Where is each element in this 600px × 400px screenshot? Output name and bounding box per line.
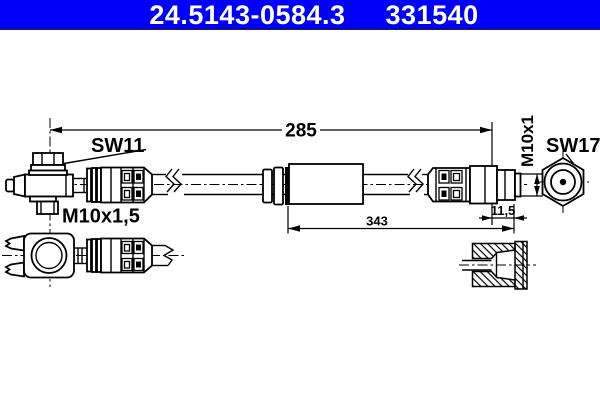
end-fitting-section-view	[462, 240, 528, 290]
dim-285-text: 285	[285, 121, 317, 142]
hex-nut-end-view	[541, 156, 585, 208]
banjo-fitting-side-view	[5, 152, 74, 215]
dim-115-text: 11,5	[491, 203, 516, 218]
banjo-fitting-top-view	[4, 232, 175, 279]
end-fitting-right	[427, 165, 522, 205]
label-m10x1: M10x1	[518, 115, 537, 167]
callout-labels: SW11 M10x1,5 SW17	[62, 135, 600, 228]
reference-number: 331540	[385, 0, 479, 30]
dimension-end-fitting-thread: M10x1	[518, 115, 543, 197]
dimension-overall-length: 343	[287, 204, 515, 234]
dim-343-text: 343	[366, 214, 388, 229]
part-number: 24.5143-0584.3	[149, 0, 346, 30]
dimension-end-fitting-length: 11,5	[479, 203, 527, 221]
header-bar: 24.5143-0584.3 331540	[0, 0, 600, 30]
label-m10x15: M10x1,5	[62, 206, 140, 228]
hose-with-sleeve	[152, 163, 428, 206]
label-sw11: SW11	[91, 135, 144, 157]
protective-sleeve-block	[288, 163, 364, 205]
label-sw17: SW17	[546, 135, 600, 157]
banjo-eye	[30, 237, 68, 274]
